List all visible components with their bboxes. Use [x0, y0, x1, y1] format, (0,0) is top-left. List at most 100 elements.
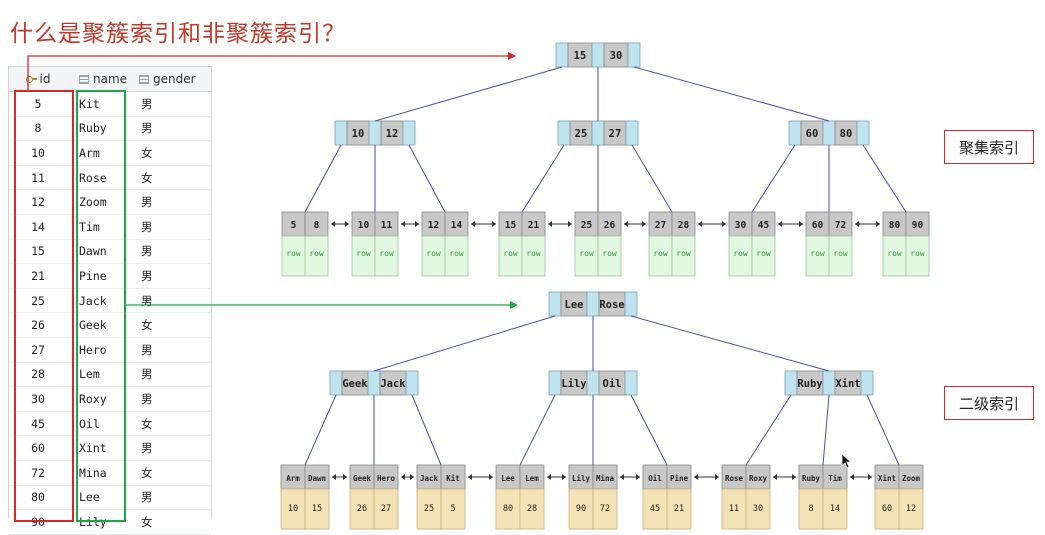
id-cell-label: 21 — [674, 504, 684, 514]
tree-edge — [519, 394, 556, 466]
cell-gender: 男 — [141, 367, 153, 382]
cell-id: 5 — [34, 96, 42, 111]
tree-edge — [304, 144, 342, 213]
row-cell — [905, 235, 930, 277]
leaf-key-label: 60 — [812, 220, 824, 231]
leaf-key-label: 8 — [314, 220, 320, 231]
column-header-name[interactable]: name — [67, 67, 129, 91]
column-header-id[interactable]: id — [9, 67, 67, 91]
tree-edge — [630, 315, 830, 372]
leaf-key — [874, 464, 900, 490]
node-pointer — [329, 370, 343, 396]
node-key-label: 30 — [610, 50, 623, 62]
cell-id: 15 — [31, 244, 45, 259]
cell-name: Ruby — [79, 121, 107, 136]
id-cell-label: 80 — [503, 504, 513, 514]
leaf-key-label: Jack — [420, 474, 439, 483]
cell-gender: 男 — [141, 490, 153, 505]
id-cell-label: 45 — [650, 504, 660, 514]
leaf-key-label: Kit — [446, 474, 460, 483]
row-cell-label: row — [309, 249, 324, 258]
cell-gender: 女 — [141, 318, 153, 333]
leaf-key — [798, 464, 824, 490]
leaf-link-arrow — [547, 474, 566, 480]
leaf-key — [592, 464, 618, 490]
leaf-link-arrow — [401, 474, 414, 480]
tree-edge — [633, 66, 830, 122]
leaf-key-label: Tim — [828, 474, 842, 483]
node-key — [567, 42, 593, 68]
node-pointer — [624, 291, 638, 317]
column-header-gender[interactable]: gender — [129, 67, 211, 91]
cell-name: Rose — [79, 170, 107, 185]
secondary-index-label: 二级索引 — [944, 386, 1034, 420]
node-pointer — [402, 120, 416, 146]
cell-name: Roxy — [79, 391, 107, 406]
node-pointer — [625, 120, 639, 146]
cell-gender: 男 — [141, 268, 153, 283]
row-cell — [374, 235, 399, 277]
cell-name: Oil — [79, 416, 100, 431]
cell-id: 21 — [31, 268, 45, 283]
cell-gender: 男 — [141, 293, 153, 308]
clustered-index-label: 聚集索引 — [944, 130, 1034, 164]
leaf-key — [721, 464, 747, 490]
cell-gender: 女 — [141, 170, 153, 185]
node-pointer — [586, 370, 600, 396]
id-cell-label: 28 — [527, 504, 537, 514]
id-cell-label: 27 — [381, 504, 391, 514]
node-pointer — [405, 370, 419, 396]
node-key — [560, 291, 588, 317]
row-cell — [304, 235, 329, 277]
leaf-key-label: 21 — [528, 220, 540, 231]
row-cell-label: row — [426, 249, 441, 258]
tree-edge — [630, 394, 668, 466]
column-icon — [79, 74, 89, 84]
column-header-gender-label: gender — [153, 72, 196, 86]
row-cell-label: row — [579, 249, 594, 258]
cell-gender: 男 — [141, 391, 153, 406]
node-key-label: 60 — [806, 128, 819, 140]
leaf-key-label: Arm — [286, 474, 300, 483]
row-cell-label: row — [379, 249, 394, 258]
cell-gender: 男 — [141, 195, 153, 210]
cell-gender: 女 — [141, 145, 153, 160]
leaf-key-label: 25 — [581, 220, 593, 231]
leaf-key-label: 26 — [604, 220, 616, 231]
id-cell-label: 5 — [450, 504, 455, 514]
node-key — [379, 370, 407, 396]
node-pointer — [624, 370, 638, 396]
cell-id: 28 — [31, 367, 45, 382]
cell-id: 72 — [31, 465, 45, 480]
id-cell — [592, 488, 618, 530]
cell-name: Tim — [79, 219, 100, 234]
node-key-label: Lily — [561, 378, 587, 390]
id-cell — [349, 488, 375, 530]
tree-edge — [822, 394, 830, 466]
tree-edge — [374, 66, 563, 122]
page-title: 什么是聚簇索引和非聚簇索引？ — [10, 21, 346, 47]
row-cell-label: row — [356, 249, 371, 258]
primary-key-icon — [25, 74, 37, 84]
node-pointer — [788, 120, 802, 146]
id-cell — [874, 488, 900, 530]
id-cell-label: 12 — [906, 504, 916, 514]
tree-edge — [866, 394, 900, 466]
